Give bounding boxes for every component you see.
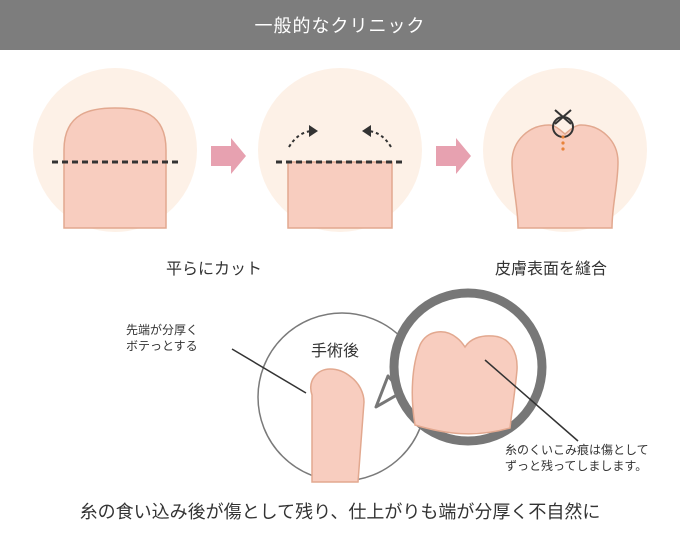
magnified-scar-fingertip [411, 331, 518, 435]
post-op-illustration [231, 312, 427, 483]
note-left: 先端が分厚く ボテっとする [126, 322, 198, 354]
note-right-leader [484, 359, 579, 442]
step-arrow-2 [436, 138, 471, 174]
suture-dot-2 [561, 141, 565, 145]
bottom-caption: 糸の食い込み後が傷として残り、仕上がりも端が分厚く不自然に [79, 502, 601, 523]
suture-dot-1 [561, 135, 565, 139]
note-right-line-1: 糸のくいこみ痕は傷として [505, 443, 649, 457]
note-right-line-2: ずっと残ってしまします。 [505, 459, 648, 473]
step-2-label: 平らにカット [166, 259, 263, 278]
step-1-fingertip [63, 107, 167, 229]
magnifier [374, 288, 579, 446]
step-arrow-1 [211, 138, 246, 174]
step-3-sutured-fingertip [511, 124, 619, 229]
suture-dot-3 [561, 147, 565, 151]
step-2-cut-fingertip [287, 161, 393, 229]
note-right: 糸のくいこみ痕は傷として ずっと残ってしまします。 [505, 442, 649, 474]
header-bar: 一般的なクリニック [0, 0, 680, 50]
post-op-title: 手術後 [311, 341, 360, 360]
step-2-illustration [258, 68, 422, 232]
header-title: 一般的なクリニック [254, 16, 426, 37]
step-3-illustration [483, 68, 647, 232]
step-1-illustration [33, 68, 197, 232]
fold-arrowhead-right [362, 125, 371, 137]
suture-knot-b [554, 109, 572, 125]
post-op-fingertip [310, 368, 365, 483]
note-left-line-2: ボテっとする [126, 339, 198, 353]
fold-arrowhead-left [309, 125, 318, 137]
step-3-label: 皮膚表面を縫合 [495, 259, 608, 278]
note-left-line-1: 先端が分厚く [126, 323, 199, 337]
note-left-leader [231, 348, 307, 394]
